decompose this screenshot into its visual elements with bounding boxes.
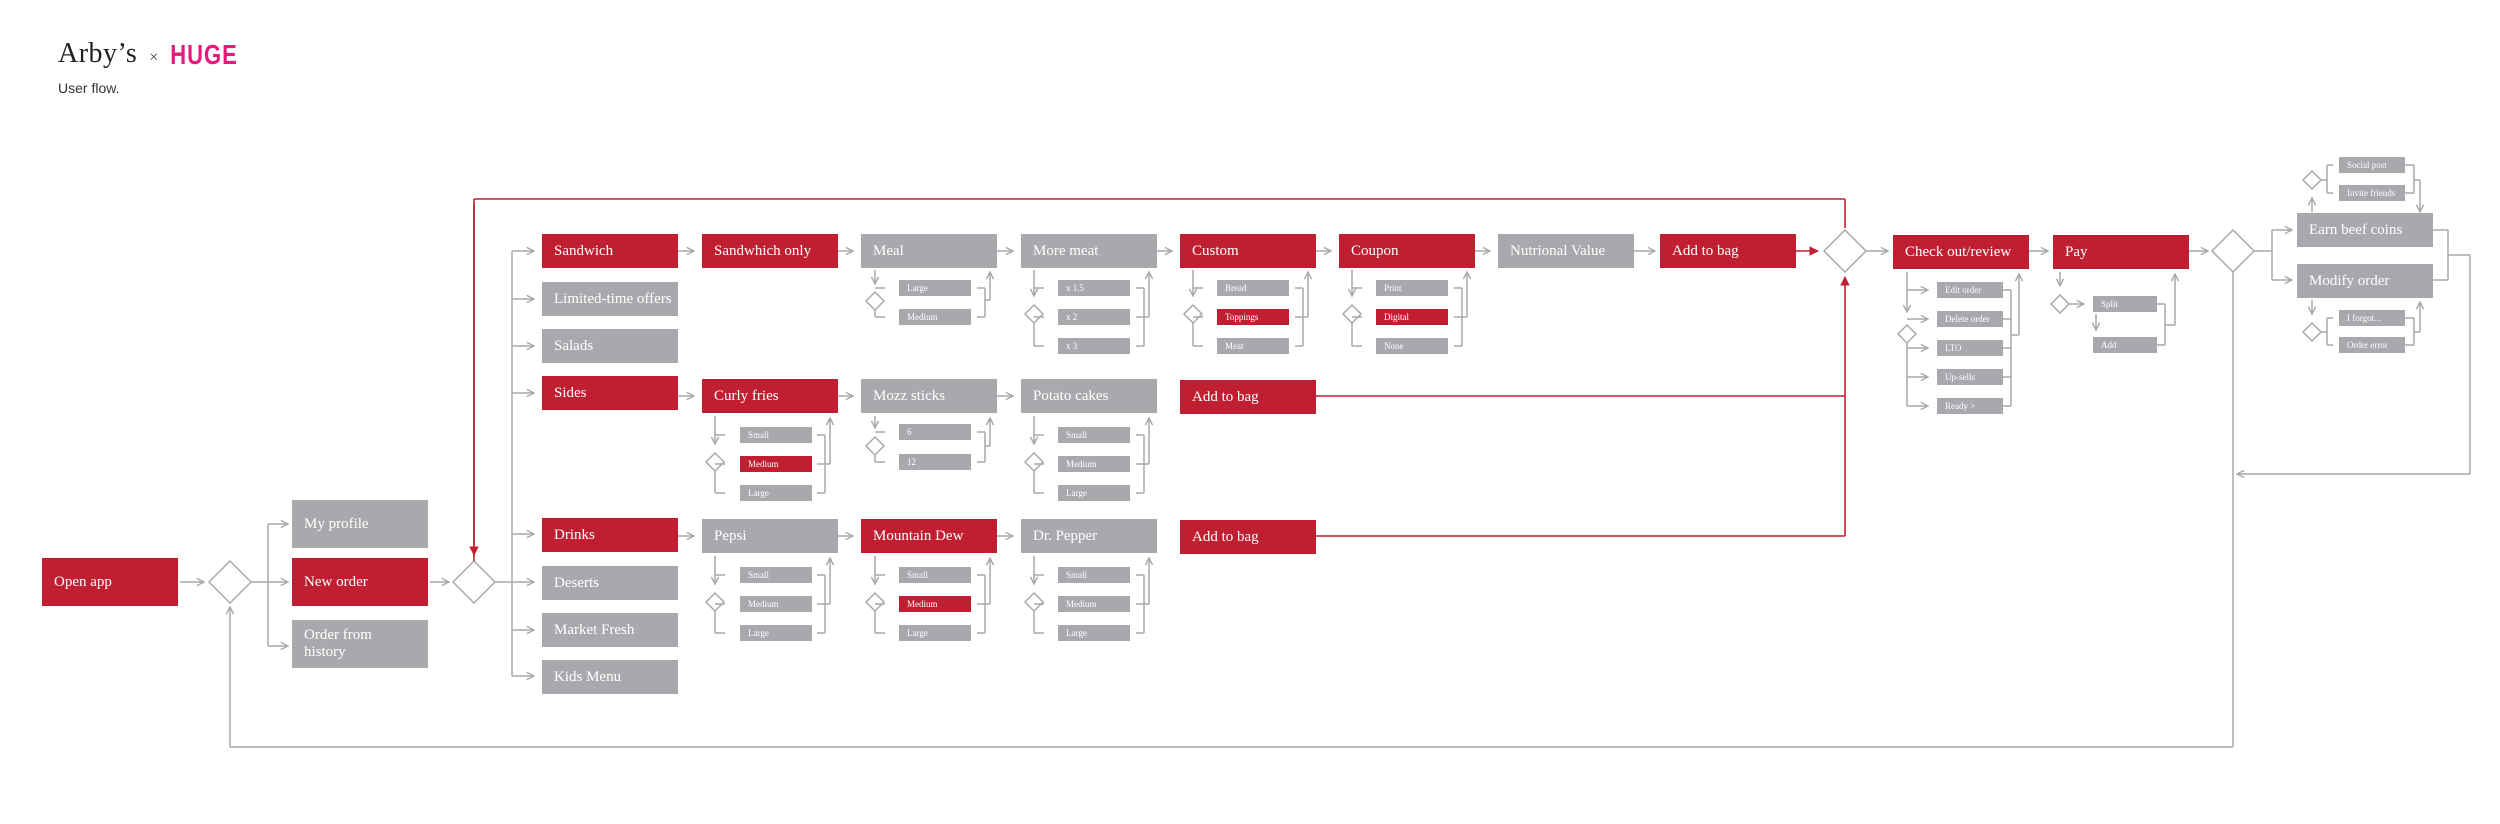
option-fries-medium[interactable]: Medium xyxy=(740,456,812,472)
option-fries-small[interactable]: Small xyxy=(740,427,812,443)
option-split[interactable]: Split xyxy=(2093,296,2157,312)
decision-diamond xyxy=(451,559,497,605)
earn-options-connector xyxy=(2301,164,2420,212)
option-up-sells[interactable]: Up-sells xyxy=(1937,369,2003,385)
brand-lockup: Arby’s × HUGE xyxy=(58,38,238,70)
category-limited[interactable]: Limited-time offers xyxy=(542,282,678,316)
sandwich-only-node[interactable]: Sandwhich only xyxy=(702,234,838,268)
option-meal-medium[interactable]: Medium xyxy=(899,309,971,325)
checkout-options-connector xyxy=(1896,272,2019,406)
option-ready[interactable]: Ready > xyxy=(1937,398,2003,414)
option-fries-large[interactable]: Large xyxy=(740,485,812,501)
option-add[interactable]: Add xyxy=(2093,337,2157,353)
potato-cakes-node[interactable]: Potato cakes xyxy=(1021,379,1157,413)
header: Arby’s × HUGE User flow. xyxy=(58,38,238,96)
option-drpepper-large[interactable]: Large xyxy=(1058,625,1130,641)
option-edit-order[interactable]: Edit order xyxy=(1937,282,2003,298)
dr-pepper-options-connector xyxy=(1023,556,1149,634)
option-order-error[interactable]: Order error xyxy=(2339,337,2405,353)
option-drpepper-small[interactable]: Small xyxy=(1058,567,1130,583)
potato-cakes-options-connector xyxy=(1023,416,1149,494)
option-coupon-print[interactable]: Print xyxy=(1376,280,1448,296)
custom-node[interactable]: Custom xyxy=(1180,234,1316,268)
page-subtitle: User flow. xyxy=(58,80,120,96)
nutrional-value-node[interactable]: Nutrional Value xyxy=(1498,234,1634,268)
curly-fries-node[interactable]: Curly fries xyxy=(702,379,838,413)
mountain-dew-node[interactable]: Mountain Dew xyxy=(861,519,997,553)
mozz-sticks-node[interactable]: Mozz sticks xyxy=(861,379,997,413)
option-pepsi-small[interactable]: Small xyxy=(740,567,812,583)
my-profile-node[interactable]: My profile xyxy=(292,500,428,548)
decision-diamond xyxy=(207,559,253,605)
coupon-options-connector xyxy=(1341,270,1467,347)
option-social-post[interactable]: Social post xyxy=(2339,157,2405,173)
meal-options-connector xyxy=(864,270,990,318)
pay-node[interactable]: Pay xyxy=(2053,235,2189,269)
option-dew-large[interactable]: Large xyxy=(899,625,971,641)
times-sign: × xyxy=(149,49,159,66)
option-drpepper-medium[interactable]: Medium xyxy=(1058,596,1130,612)
modify-options-connector xyxy=(2301,300,2420,346)
more-meat-node[interactable]: More meat xyxy=(1021,234,1157,268)
option-lto[interactable]: LTO xyxy=(1937,340,2003,356)
option-custom-toppings[interactable]: Toppings xyxy=(1217,309,1289,325)
pay-options-connector xyxy=(2049,272,2175,346)
modify-order-node[interactable]: Modify order xyxy=(2297,264,2433,298)
option-dew-small[interactable]: Small xyxy=(899,567,971,583)
category-sandwich[interactable]: Sandwich xyxy=(542,234,678,268)
option-meat-1-5[interactable]: x 1.5 xyxy=(1058,280,1130,296)
pepsi-node[interactable]: Pepsi xyxy=(702,519,838,553)
option-meat-3[interactable]: x 3 xyxy=(1058,338,1130,354)
option-potato-small[interactable]: Small xyxy=(1058,427,1130,443)
option-meal-large[interactable]: Large xyxy=(899,280,971,296)
decision-diamond xyxy=(2210,228,2256,274)
curly-fries-options-connector xyxy=(704,416,830,494)
mozz-options-connector xyxy=(864,416,990,463)
more-meat-options-connector xyxy=(1023,270,1149,347)
option-coupon-none[interactable]: None xyxy=(1376,338,1448,354)
option-dew-medium[interactable]: Medium xyxy=(899,596,971,612)
meal-node[interactable]: Meal xyxy=(861,234,997,268)
option-pepsi-medium[interactable]: Medium xyxy=(740,596,812,612)
category-market-fresh[interactable]: Market Fresh xyxy=(542,613,678,647)
option-custom-bread[interactable]: Bread xyxy=(1217,280,1289,296)
option-coupon-digital[interactable]: Digital xyxy=(1376,309,1448,325)
option-pepsi-large[interactable]: Large xyxy=(740,625,812,641)
category-drinks[interactable]: Drinks xyxy=(542,518,678,552)
add-to-bag-drinks[interactable]: Add to bag xyxy=(1180,520,1316,554)
pepsi-options-connector xyxy=(704,556,830,634)
option-custom-meat[interactable]: Meat xyxy=(1217,338,1289,354)
checkout-review-node[interactable]: Check out/review xyxy=(1893,235,2029,269)
option-i-forgot[interactable]: I forgot... xyxy=(2339,310,2405,326)
option-mozz-12[interactable]: 12 xyxy=(899,454,971,470)
dr-pepper-node[interactable]: Dr. Pepper xyxy=(1021,519,1157,553)
category-sides[interactable]: Sides xyxy=(542,376,678,410)
custom-options-connector xyxy=(1182,270,1308,347)
coupon-node[interactable]: Coupon xyxy=(1339,234,1475,268)
order-history-node[interactable]: Order from history xyxy=(292,620,428,668)
category-deserts[interactable]: Deserts xyxy=(542,566,678,600)
option-mozz-6[interactable]: 6 xyxy=(899,424,971,440)
open-app-node[interactable]: Open app xyxy=(42,558,178,606)
option-potato-medium[interactable]: Medium xyxy=(1058,456,1130,472)
option-delete-order[interactable]: Delete order xyxy=(1937,311,2003,327)
add-to-bag-sandwich[interactable]: Add to bag xyxy=(1660,234,1796,268)
earn-beef-coins-node[interactable]: Earn beef coins xyxy=(2297,213,2433,247)
option-potato-large[interactable]: Large xyxy=(1058,485,1130,501)
new-order-node[interactable]: New order xyxy=(292,558,428,606)
decision-diamond xyxy=(1822,228,1868,274)
option-meat-2[interactable]: x 2 xyxy=(1058,309,1130,325)
arbys-logo: Arby’s xyxy=(58,38,138,69)
add-to-bag-sides[interactable]: Add to bag xyxy=(1180,380,1316,414)
category-salads[interactable]: Salads xyxy=(542,329,678,363)
huge-logo: HUGE xyxy=(170,38,238,70)
option-invite-friends[interactable]: Invite friends xyxy=(2339,185,2405,201)
category-kids-menu[interactable]: Kids Menu xyxy=(542,660,678,694)
mountain-dew-options-connector xyxy=(864,556,990,634)
